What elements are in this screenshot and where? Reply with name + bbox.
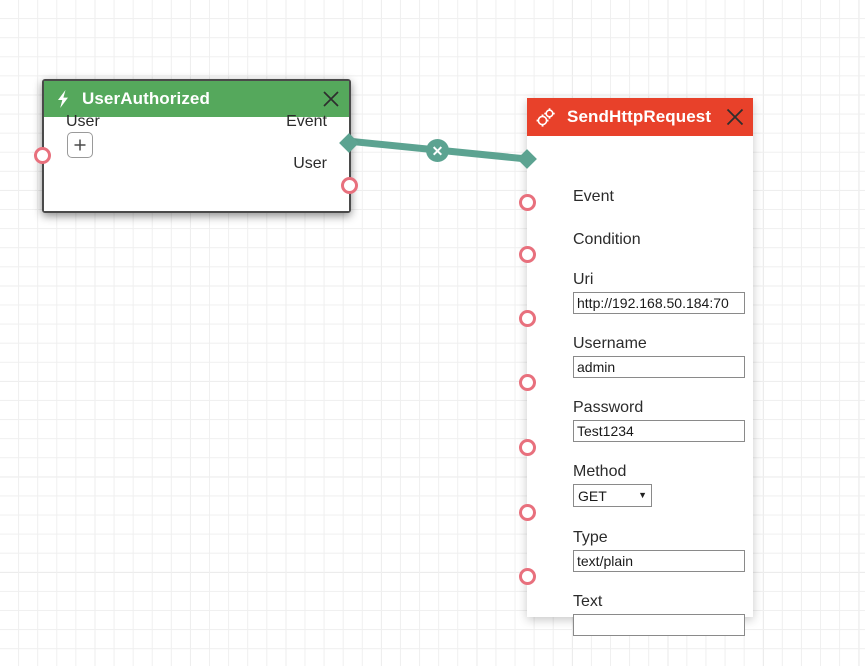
field-condition: Condition (573, 230, 641, 249)
field-label-type: Type (573, 529, 608, 546)
field-method: Method GET ▼ (573, 462, 652, 507)
lightning-bolt-icon (54, 89, 72, 109)
field-label-username: Username (573, 335, 647, 352)
node-userauthorized-title: UserAuthorized (82, 89, 210, 108)
node-userauthorized-header[interactable]: UserAuthorized (44, 81, 349, 117)
field-label-password: Password (573, 399, 644, 416)
method-select-value: GET (578, 487, 607, 504)
text-input[interactable] (573, 614, 745, 636)
field-type: Type text/plain (573, 528, 745, 572)
chevron-down-icon: ▼ (638, 490, 647, 500)
password-input[interactable]: Test1234 (573, 420, 745, 442)
field-label-text: Text (573, 593, 603, 610)
output-label-user: User (293, 155, 327, 172)
method-select[interactable]: GET ▼ (573, 484, 652, 507)
input-port-condition[interactable] (518, 194, 536, 211)
field-event: Event (573, 187, 614, 206)
field-uri: Uri http://192.168.50.184:70 (573, 270, 745, 314)
username-input[interactable]: admin (573, 356, 745, 378)
node-sendhttprequest-header[interactable]: SendHttpRequest (527, 98, 753, 136)
output-port-user[interactable] (341, 177, 358, 194)
field-label-event: Event (573, 188, 614, 205)
field-label-condition: Condition (573, 231, 641, 248)
field-label-uri: Uri (573, 271, 594, 288)
node-sendhttprequest-title: SendHttpRequest (567, 107, 712, 126)
node-sendhttprequest-body: Event Condition Uri http://192.168.50.18… (527, 136, 753, 636)
input-port-username[interactable] (518, 310, 536, 327)
input-port-user[interactable] (33, 147, 51, 164)
close-icon: ✕ (431, 142, 444, 159)
uri-input[interactable]: http://192.168.50.184:70 (573, 292, 745, 314)
input-port-text[interactable] (518, 568, 536, 585)
connection-delete-button[interactable]: ✕ (426, 139, 449, 162)
node-sendhttprequest[interactable]: SendHttpRequest Event Condition Uri http… (518, 98, 753, 636)
output-label-event: Event (286, 113, 327, 130)
add-input-button[interactable] (67, 132, 93, 158)
type-input[interactable]: text/plain (573, 550, 745, 572)
field-username: Username admin (573, 334, 745, 378)
input-port-password[interactable] (518, 374, 536, 391)
field-label-method: Method (573, 463, 627, 480)
field-password: Password Test1234 (573, 398, 745, 442)
close-button[interactable] (723, 105, 747, 129)
node-userauthorized-body: User Event User (44, 113, 349, 211)
node-userauthorized[interactable]: UserAuthorized User Event User (33, 79, 358, 213)
input-port-method[interactable] (518, 439, 536, 456)
input-port-uri[interactable] (518, 246, 536, 263)
field-text: Text (573, 592, 745, 636)
close-button[interactable] (319, 87, 343, 111)
gears-icon (535, 107, 557, 128)
input-label-user: User (66, 113, 100, 130)
input-port-type[interactable] (518, 504, 536, 521)
